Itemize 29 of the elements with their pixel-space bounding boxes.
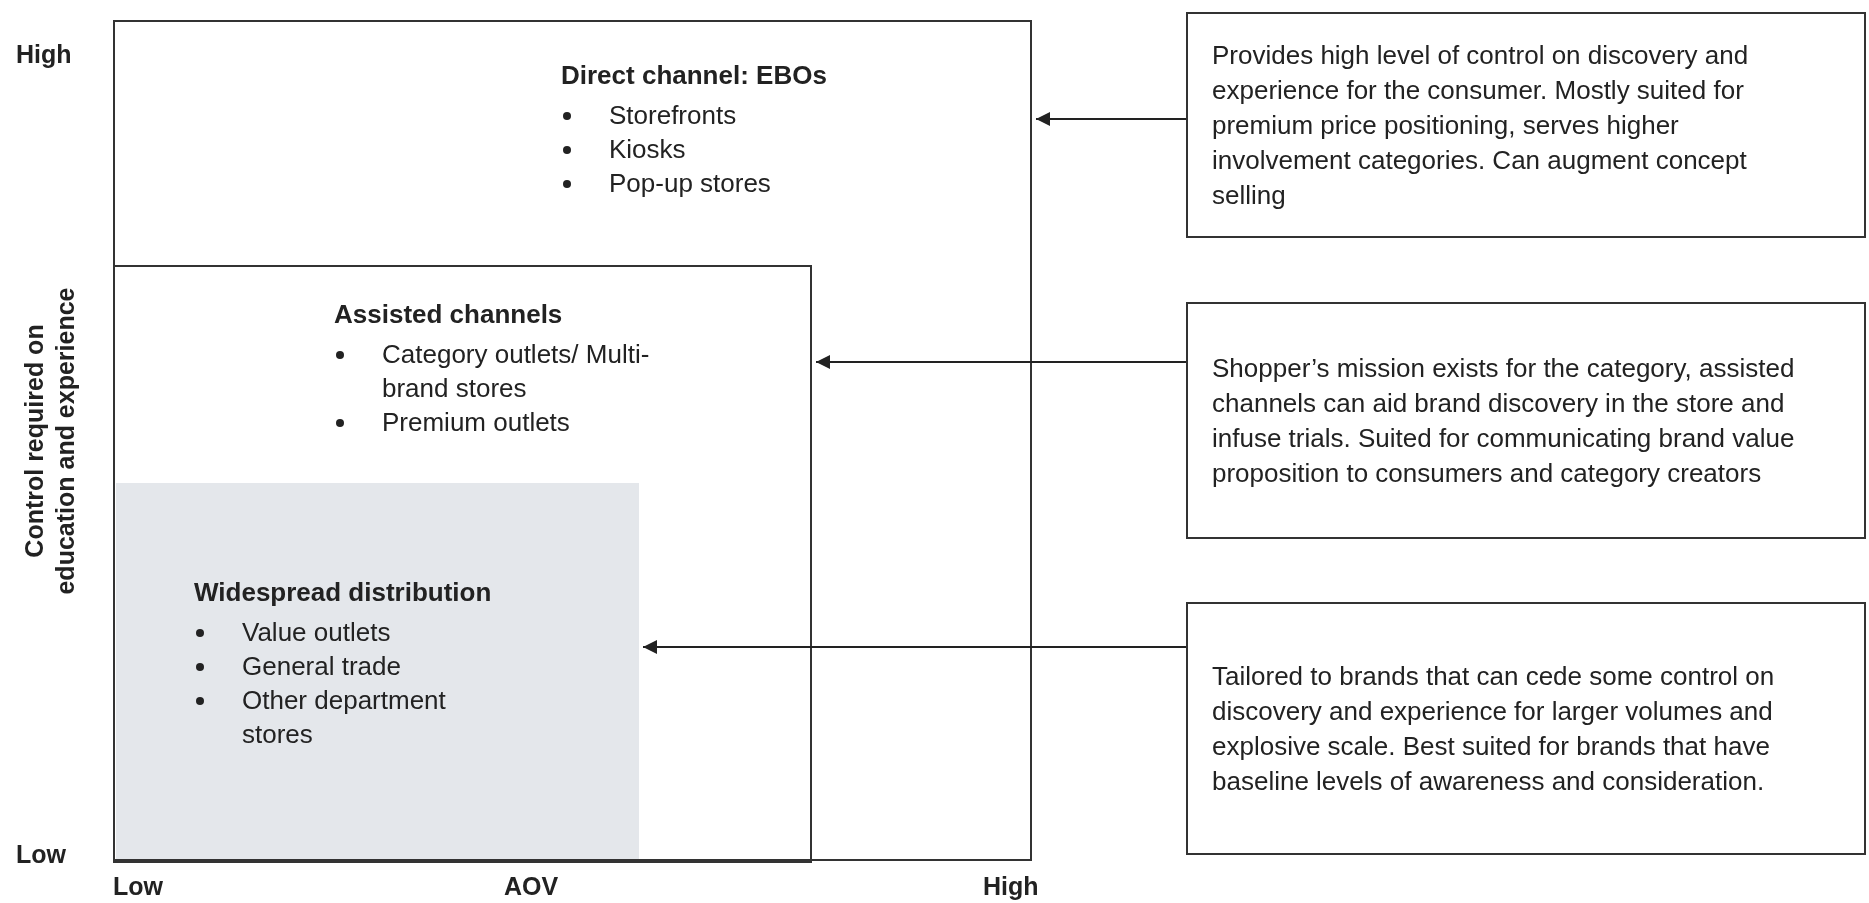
axis-tick-label: Low bbox=[16, 840, 66, 869]
axis-title: AOV bbox=[504, 872, 559, 901]
quadrant-box bbox=[113, 20, 1032, 861]
section-heading: Widespread distribution bbox=[194, 576, 493, 609]
axis-tick-label: High bbox=[16, 40, 72, 69]
section-heading: Assisted channels bbox=[334, 298, 564, 331]
arrow bbox=[642, 640, 1187, 654]
bullet-item: Value outlets bbox=[194, 615, 494, 649]
description-text: Shopper’s mission exists for the category, assisted channels can aid brand discovery in the store and infuse trials. Suited for communicating brand value proposition to consumers and category creators bbox=[1212, 351, 1796, 490]
note-box bbox=[1186, 302, 1866, 539]
quadrant-box bbox=[113, 265, 812, 863]
bullet-item: Premium outlets bbox=[334, 405, 674, 439]
section-heading: Direct channel: EBOs bbox=[561, 59, 828, 92]
note-box bbox=[1186, 12, 1866, 238]
axis-title: Control required on education and experience bbox=[19, 286, 80, 597]
axis-tick-label: Low bbox=[113, 872, 163, 901]
description-text: Tailored to brands that can cede some control on discovery and experience for larger volumes and explosive scale. Best suited for brands that have baseline levels of awareness and consideration. bbox=[1212, 659, 1776, 798]
bullet-item: Storefronts bbox=[561, 98, 961, 132]
bullet-item: Pop-up stores bbox=[561, 166, 961, 200]
description-text: Provides high level of control on discovery and experience for the consumer. Mostly suited for premium price positioning, serves higher involvement categories. Can augment concept selling bbox=[1212, 38, 1750, 212]
arrow bbox=[1035, 112, 1187, 126]
note-box bbox=[1186, 602, 1866, 855]
axis-tick-label: High bbox=[983, 872, 1039, 901]
bullet-item: Other department stores bbox=[194, 683, 494, 751]
arrow bbox=[815, 355, 1187, 369]
bullet-item: General trade bbox=[194, 649, 494, 683]
shaded-region bbox=[116, 483, 639, 859]
bullet-item: Category outlets/ Multi-brand stores bbox=[334, 337, 674, 405]
bullet-item: Kiosks bbox=[561, 132, 961, 166]
